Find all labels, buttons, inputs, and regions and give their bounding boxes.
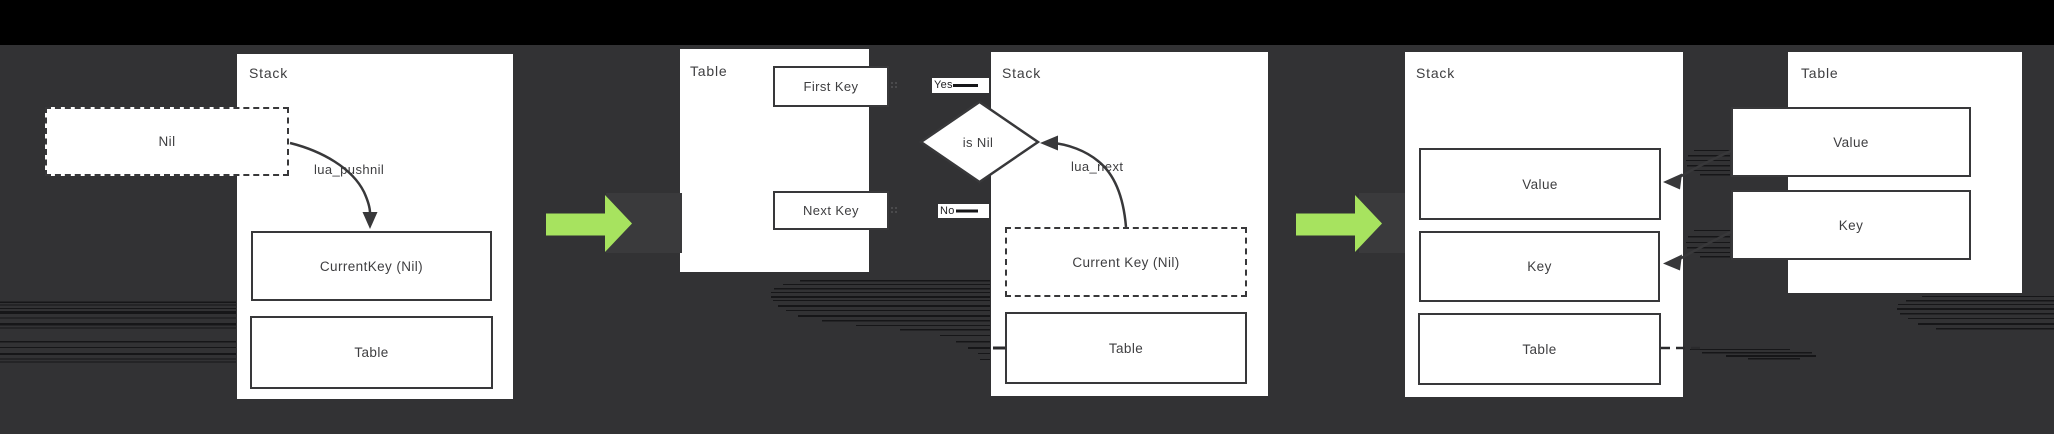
letterbox-bar bbox=[0, 0, 2054, 45]
next-key-slot: Next Key bbox=[773, 191, 889, 230]
step3-value-slot: Value bbox=[1419, 148, 1661, 220]
step3-table-key-slot: Key bbox=[1731, 190, 1971, 260]
step1-table-slot: Table bbox=[250, 316, 493, 389]
step3-table-title: Table bbox=[1801, 65, 1839, 81]
branch-yes-chip: Yes bbox=[932, 78, 989, 93]
step3-key-slot: Key bbox=[1419, 231, 1660, 302]
lua-pushnil-label: lua_pushnil bbox=[314, 162, 385, 177]
step2-table-slot: Table bbox=[1005, 312, 1247, 384]
step1-stack-title: Stack bbox=[249, 65, 289, 81]
branch-no-chip: No bbox=[938, 204, 989, 218]
dotted-connector-remnants bbox=[891, 82, 897, 213]
first-key-slot: First Key bbox=[773, 66, 889, 107]
step2-table-title: Table bbox=[690, 63, 728, 79]
step3-table-slot: Table bbox=[1418, 313, 1661, 385]
nil-box: Nil bbox=[45, 107, 289, 176]
step3-table-value-slot: Value bbox=[1731, 107, 1971, 177]
step2-stack-title: Stack bbox=[1002, 65, 1042, 81]
step2-current-key-slot: Current Key (Nil) bbox=[1005, 227, 1247, 297]
lua-next-label: lua_next bbox=[1071, 159, 1124, 174]
step3-stack-title: Stack bbox=[1416, 65, 1456, 81]
is-nil-decision-label: is Nil bbox=[962, 135, 994, 150]
step1-current-key-slot: CurrentKey (Nil) bbox=[251, 231, 492, 301]
